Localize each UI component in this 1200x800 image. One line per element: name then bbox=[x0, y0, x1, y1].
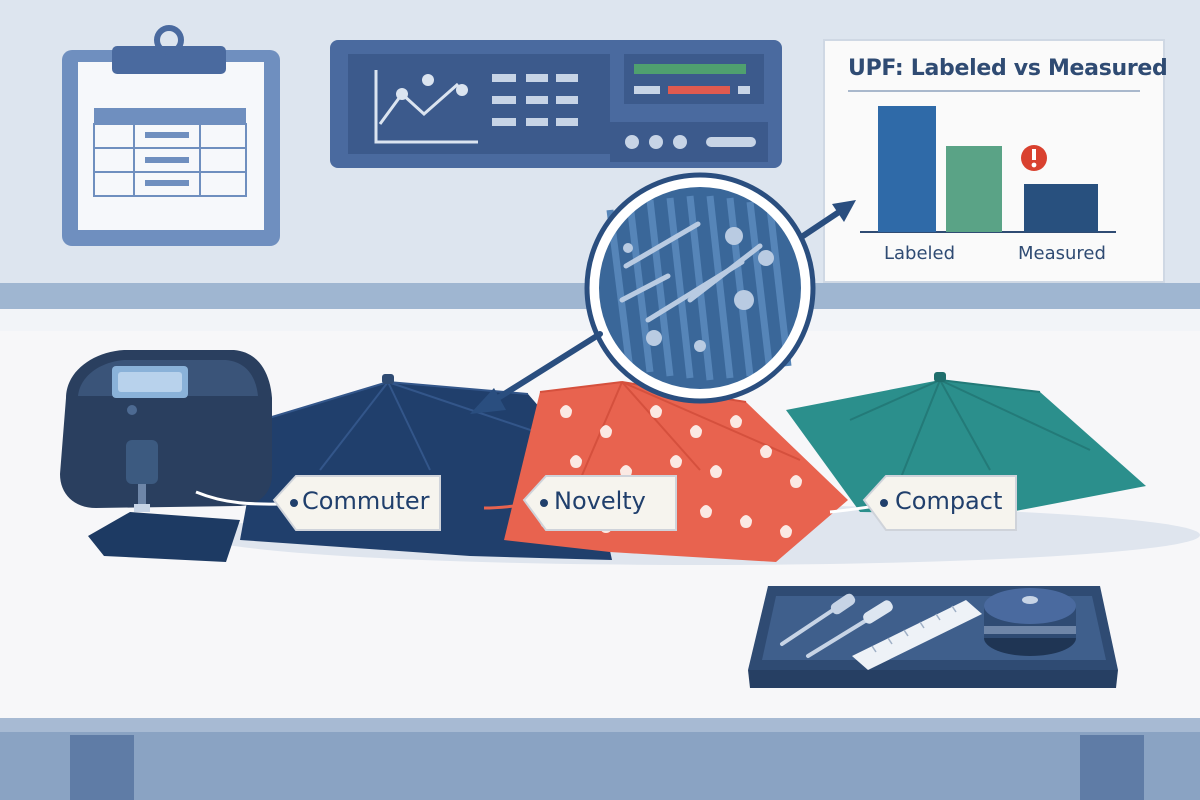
bar-labeled-blue bbox=[878, 106, 936, 232]
clipboard-icon bbox=[62, 25, 280, 246]
bar-labeled-green bbox=[946, 146, 1002, 232]
tweezers-icon bbox=[780, 593, 856, 646]
magnifier-fabric-closeup bbox=[584, 172, 816, 404]
compact-umbrella bbox=[786, 372, 1146, 514]
monitor-panel bbox=[330, 40, 782, 168]
arrow-to-chart-icon bbox=[797, 200, 856, 241]
arrow-to-umbrella-icon bbox=[470, 331, 603, 414]
chart-category-labeled: Labeled bbox=[884, 243, 956, 264]
uv-meter-device bbox=[60, 350, 272, 512]
probe-icon bbox=[806, 600, 893, 658]
exclamation-icon bbox=[1021, 145, 1047, 171]
tag-compact-label: Compact bbox=[895, 487, 1003, 515]
tag-commuter-label: Commuter bbox=[302, 487, 430, 515]
tag-novelty bbox=[522, 475, 677, 531]
ruler-icon bbox=[852, 600, 982, 670]
chart-category-measured: Measured bbox=[1018, 243, 1106, 264]
bar-measured bbox=[1024, 184, 1098, 232]
tag-compact bbox=[862, 475, 1017, 531]
weight-puck-icon bbox=[984, 588, 1076, 656]
chart-title: UPF: Labeled vs Measured bbox=[848, 56, 1168, 81]
meter-pad bbox=[88, 512, 240, 562]
tool-tray bbox=[748, 586, 1118, 688]
chart-board bbox=[823, 39, 1165, 283]
tag-novelty-label: Novelty bbox=[554, 487, 646, 515]
tag-commuter bbox=[272, 475, 441, 531]
